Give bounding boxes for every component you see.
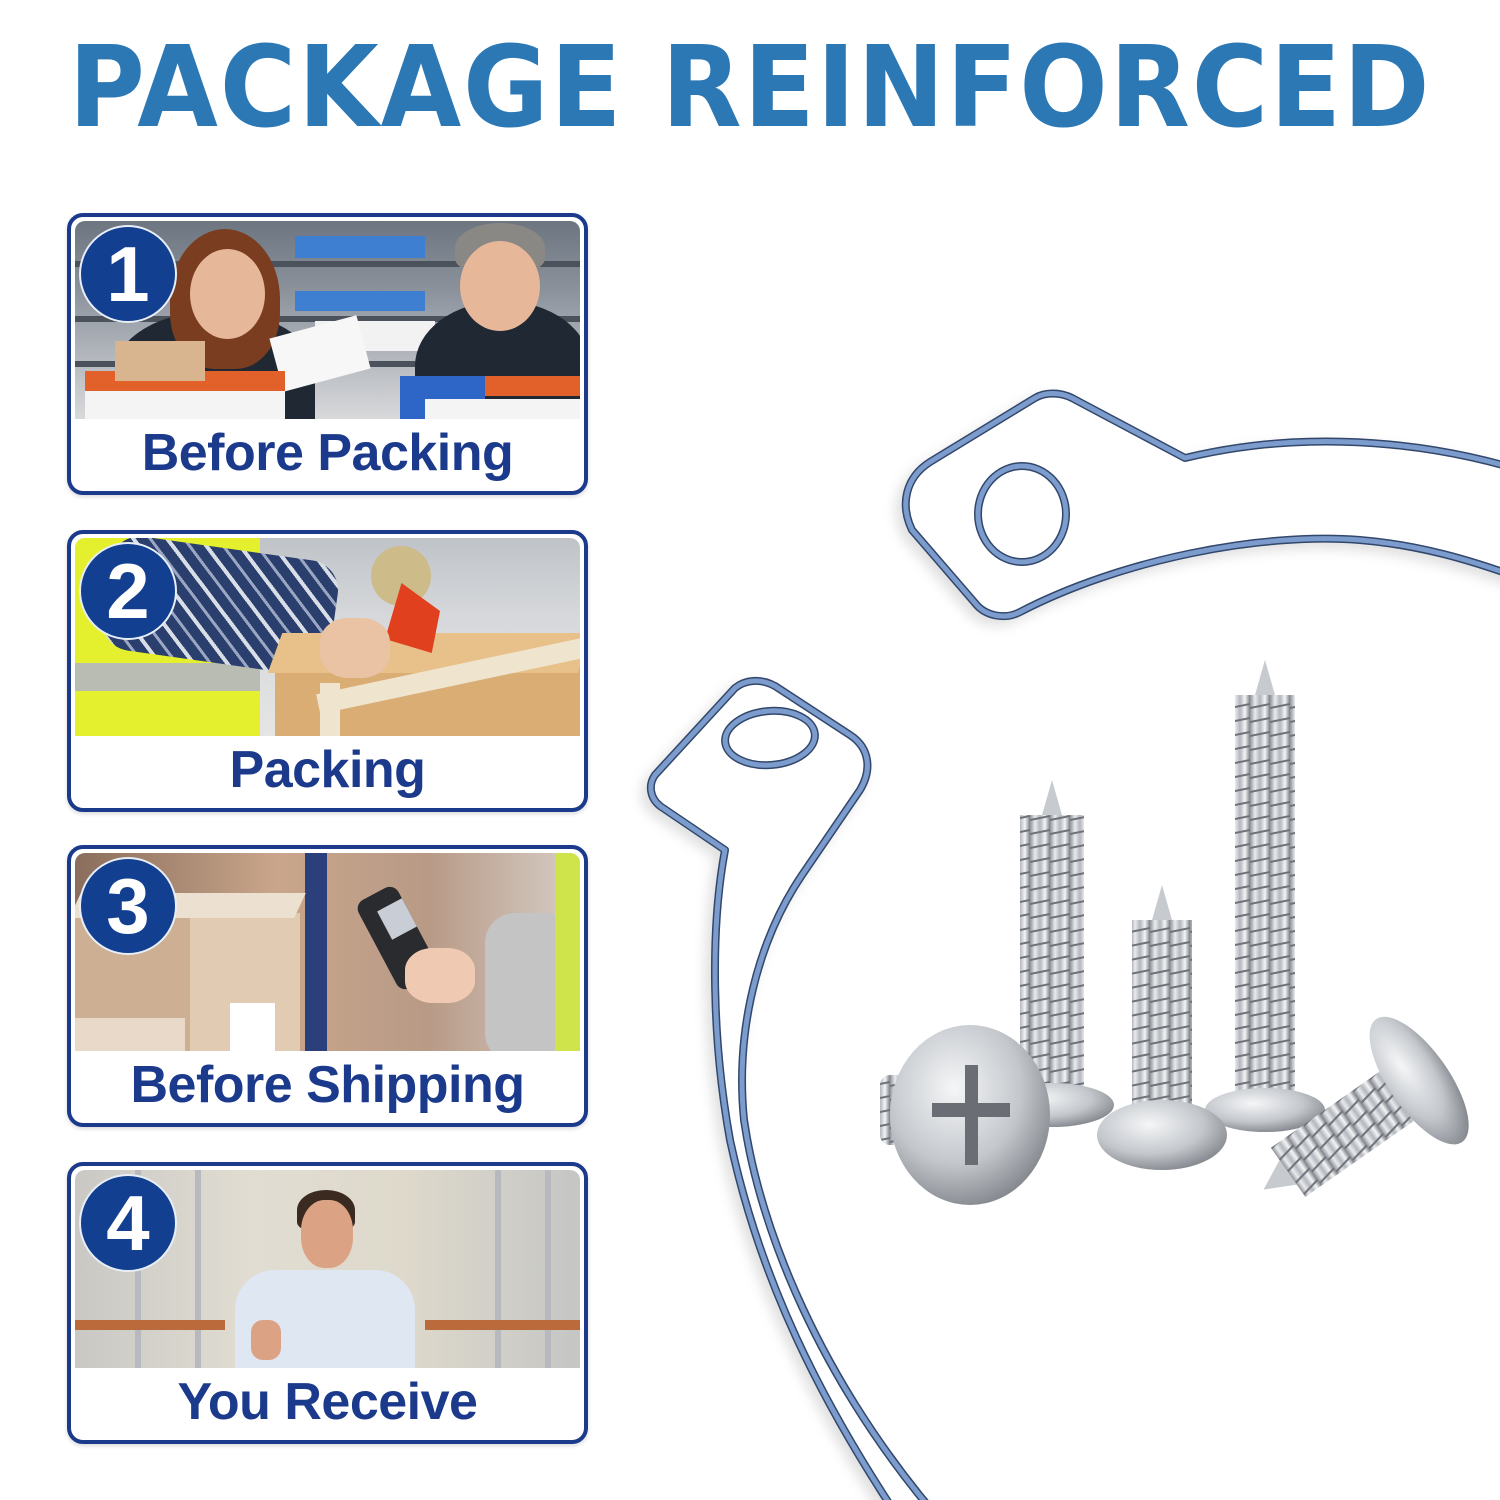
- step-label: Before Packing: [141, 424, 514, 482]
- step-card-you-receive: 4 You Receive: [67, 1162, 588, 1444]
- page-title: PACKAGE REINFORCED: [68, 23, 1432, 153]
- step-number-badge: 2: [79, 542, 177, 640]
- step-number-badge: 3: [79, 857, 177, 955]
- top-bracket-outline: [901, 389, 1500, 621]
- photo-before-shipping: [75, 853, 580, 1051]
- step-label: Before Shipping: [130, 1056, 525, 1114]
- screw-phillips-head: [880, 1025, 1050, 1205]
- screw-lying: [1263, 1016, 1469, 1197]
- screw-long: [1205, 660, 1325, 1132]
- step-label: You Receive: [177, 1373, 478, 1431]
- step-card-before-packing: 1 Before Packing: [67, 213, 588, 495]
- step-number-badge: 4: [79, 1174, 177, 1272]
- step-number-badge: 1: [79, 225, 177, 323]
- screw-short: [1097, 885, 1227, 1170]
- photo-you-receive: [75, 1170, 580, 1368]
- step-card-packing: 2 Packing: [67, 530, 588, 812]
- screws-product-image: [880, 660, 1469, 1205]
- step-card-before-shipping: 3 Before Shipping: [67, 845, 588, 1127]
- step-label: Packing: [229, 741, 426, 799]
